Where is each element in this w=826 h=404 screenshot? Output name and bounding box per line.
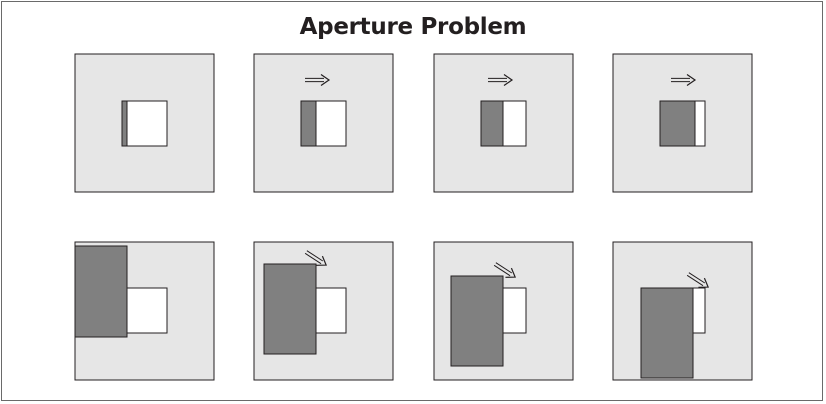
down-right-arrow-icon bbox=[493, 262, 517, 278]
right-arrow-icon bbox=[488, 74, 514, 86]
moving-block bbox=[640, 287, 694, 379]
arrow-shaft bbox=[488, 77, 507, 83]
moving-bar bbox=[480, 100, 504, 147]
frame-1-3 bbox=[433, 53, 574, 193]
figure-title: Aperture Problem bbox=[299, 14, 527, 40]
right-arrow-icon bbox=[305, 74, 331, 86]
right-arrow-icon bbox=[671, 74, 697, 86]
frame-1-4 bbox=[612, 53, 753, 193]
arrow-head bbox=[316, 255, 328, 266]
moving-bar bbox=[659, 100, 696, 147]
arrow-head bbox=[503, 74, 514, 86]
row-diagonal-motion bbox=[74, 241, 753, 381]
frame-2-3 bbox=[433, 241, 574, 381]
arrow-head bbox=[686, 74, 697, 86]
arrow-shaft bbox=[305, 77, 324, 83]
moving-bar bbox=[300, 100, 317, 147]
arrow-shaft bbox=[493, 262, 513, 277]
moving-block bbox=[74, 245, 128, 338]
arrow-shaft bbox=[686, 272, 706, 287]
frame-2-1 bbox=[74, 241, 215, 381]
frame-2-4 bbox=[612, 241, 753, 381]
frame-1-1 bbox=[74, 53, 215, 193]
moving-bar bbox=[121, 100, 128, 147]
arrow-head bbox=[320, 74, 331, 86]
aperture-window bbox=[121, 287, 168, 334]
arrow-head bbox=[505, 267, 517, 278]
moving-block bbox=[450, 275, 504, 367]
down-right-arrow-icon bbox=[686, 272, 710, 288]
arrow-shaft bbox=[671, 77, 690, 83]
frame-1-2 bbox=[253, 53, 394, 193]
aperture-window bbox=[121, 100, 168, 147]
arrow-head bbox=[698, 277, 710, 288]
arrow-shaft bbox=[304, 250, 324, 265]
down-right-arrow-icon bbox=[304, 250, 328, 266]
row-horizontal-motion bbox=[74, 53, 753, 193]
frame-2-2 bbox=[253, 241, 394, 381]
moving-block bbox=[263, 263, 317, 355]
